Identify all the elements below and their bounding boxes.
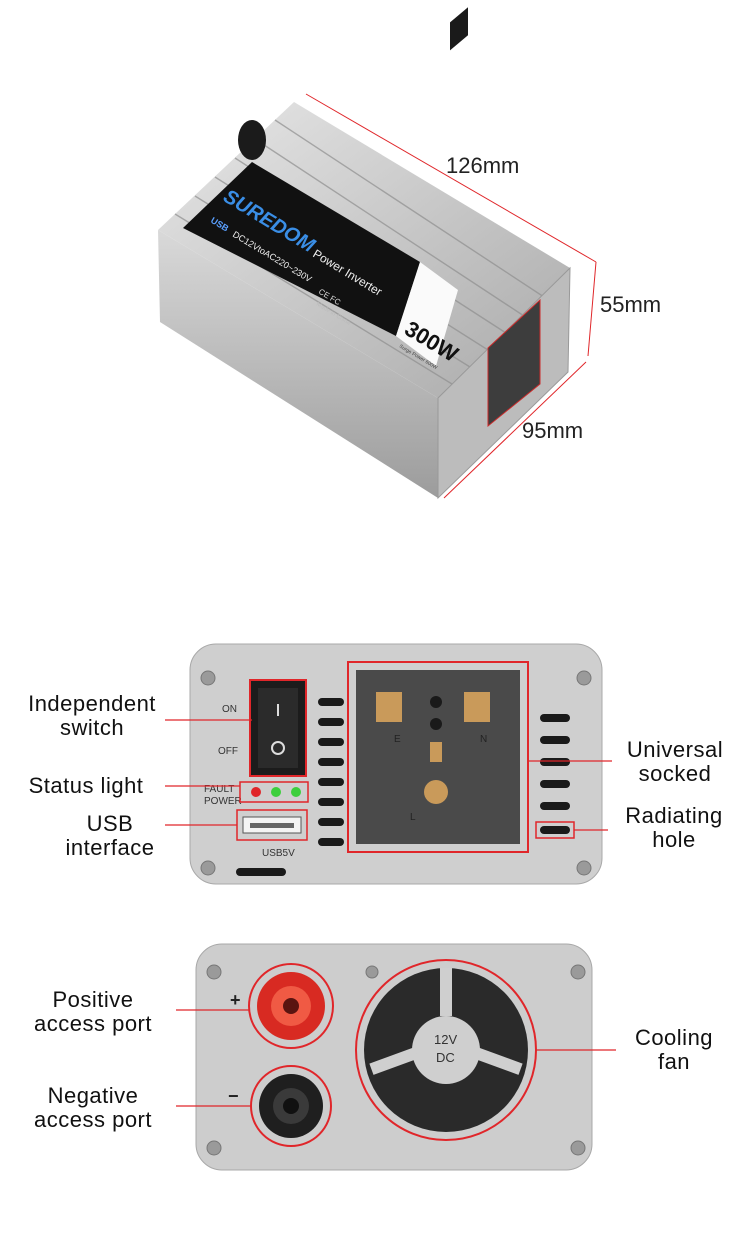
screw-icons xyxy=(200,670,592,876)
socket-frame xyxy=(347,661,529,853)
front-socket-icon xyxy=(487,298,541,428)
power-rating-plate xyxy=(396,262,458,366)
power-label: POWER xyxy=(204,796,242,807)
switch-on-label: ON xyxy=(222,704,237,715)
callout-status-light: Status light xyxy=(4,774,168,798)
front-switch-icon xyxy=(450,7,468,51)
front-panel-view: ON OFF FAULT POWER USB5V E N L xyxy=(165,643,612,885)
fan-grille xyxy=(369,968,523,1084)
socket-mark-e: E xyxy=(394,734,401,745)
fan-voltage: 12V xyxy=(434,1032,457,1047)
callout-switch-line2: switch xyxy=(59,715,125,740)
rear-leader-lines xyxy=(176,1009,616,1107)
socket-pin-left xyxy=(376,692,402,722)
callout-switch-line1: Independent xyxy=(28,691,156,716)
callout-socket-line2: socked xyxy=(638,761,712,786)
right-vent-icons xyxy=(540,714,570,834)
knob-icon xyxy=(238,120,266,160)
callout-universal-socket: Universal socked xyxy=(606,738,744,786)
callout-positive-line1: Positive xyxy=(52,987,134,1012)
fault-led-icon xyxy=(251,787,261,797)
callout-fan-line1: Cooling xyxy=(634,1025,714,1050)
dimension-width: 95mm xyxy=(522,418,584,443)
rear-panel-view: + − 12V DC xyxy=(176,943,616,1171)
socket-pin-right xyxy=(464,692,490,722)
positive-terminal-frame xyxy=(248,963,334,1049)
minus-sign: − xyxy=(228,1086,239,1106)
socket-mark-l: L xyxy=(410,812,416,823)
status-light-frame xyxy=(239,781,309,803)
rocker-switch-face xyxy=(258,688,298,768)
power-led-icon xyxy=(271,787,281,797)
switch-off-label: OFF xyxy=(218,746,238,757)
callout-cooling-fan: Cooling fan xyxy=(616,1026,732,1074)
callout-usb-interface: USB interface xyxy=(40,812,180,860)
product-label xyxy=(183,162,420,336)
callout-vent-line1: Radiating xyxy=(625,803,723,828)
callout-independent-switch: Independent switch xyxy=(4,692,180,740)
left-vent-icons xyxy=(236,698,344,876)
socket-earth-pin xyxy=(424,780,448,804)
front-leader-lines xyxy=(165,719,612,831)
callout-usb-line1: USB xyxy=(86,811,134,836)
callout-socket-line1: Universal xyxy=(626,737,724,762)
plus-sign: + xyxy=(230,990,241,1010)
fan-current-type: DC xyxy=(436,1050,455,1065)
dimension-lines xyxy=(305,93,597,499)
callout-vent-line2: hole xyxy=(652,827,696,852)
callout-negative-port: Negative access port xyxy=(10,1084,176,1132)
callout-usb-line2: interface xyxy=(65,835,155,860)
callout-negative-line2: access port xyxy=(34,1107,152,1132)
rear-screw-icons xyxy=(206,964,586,1156)
callout-status-line1: Status light xyxy=(28,773,144,798)
socket-mark-n: N xyxy=(480,734,487,745)
callout-fan-line2: fan xyxy=(657,1049,691,1074)
fault-label: FAULT xyxy=(204,784,234,795)
dimension-length: 126mm xyxy=(446,153,520,178)
power-led-icon-2 xyxy=(291,787,301,797)
dimension-height: 55mm xyxy=(600,292,662,317)
usb-label: USB5V xyxy=(262,848,295,859)
callout-negative-line1: Negative xyxy=(47,1083,139,1108)
callout-positive-port: Positive access port xyxy=(10,988,176,1036)
top-product-view: SUREDOM USB DC12VtoAC220~230V Power Inve… xyxy=(158,7,597,500)
callout-radiating-hole: Radiating hole xyxy=(604,804,744,852)
callout-positive-line2: access port xyxy=(34,1011,152,1036)
inverter-left-face xyxy=(158,230,438,498)
